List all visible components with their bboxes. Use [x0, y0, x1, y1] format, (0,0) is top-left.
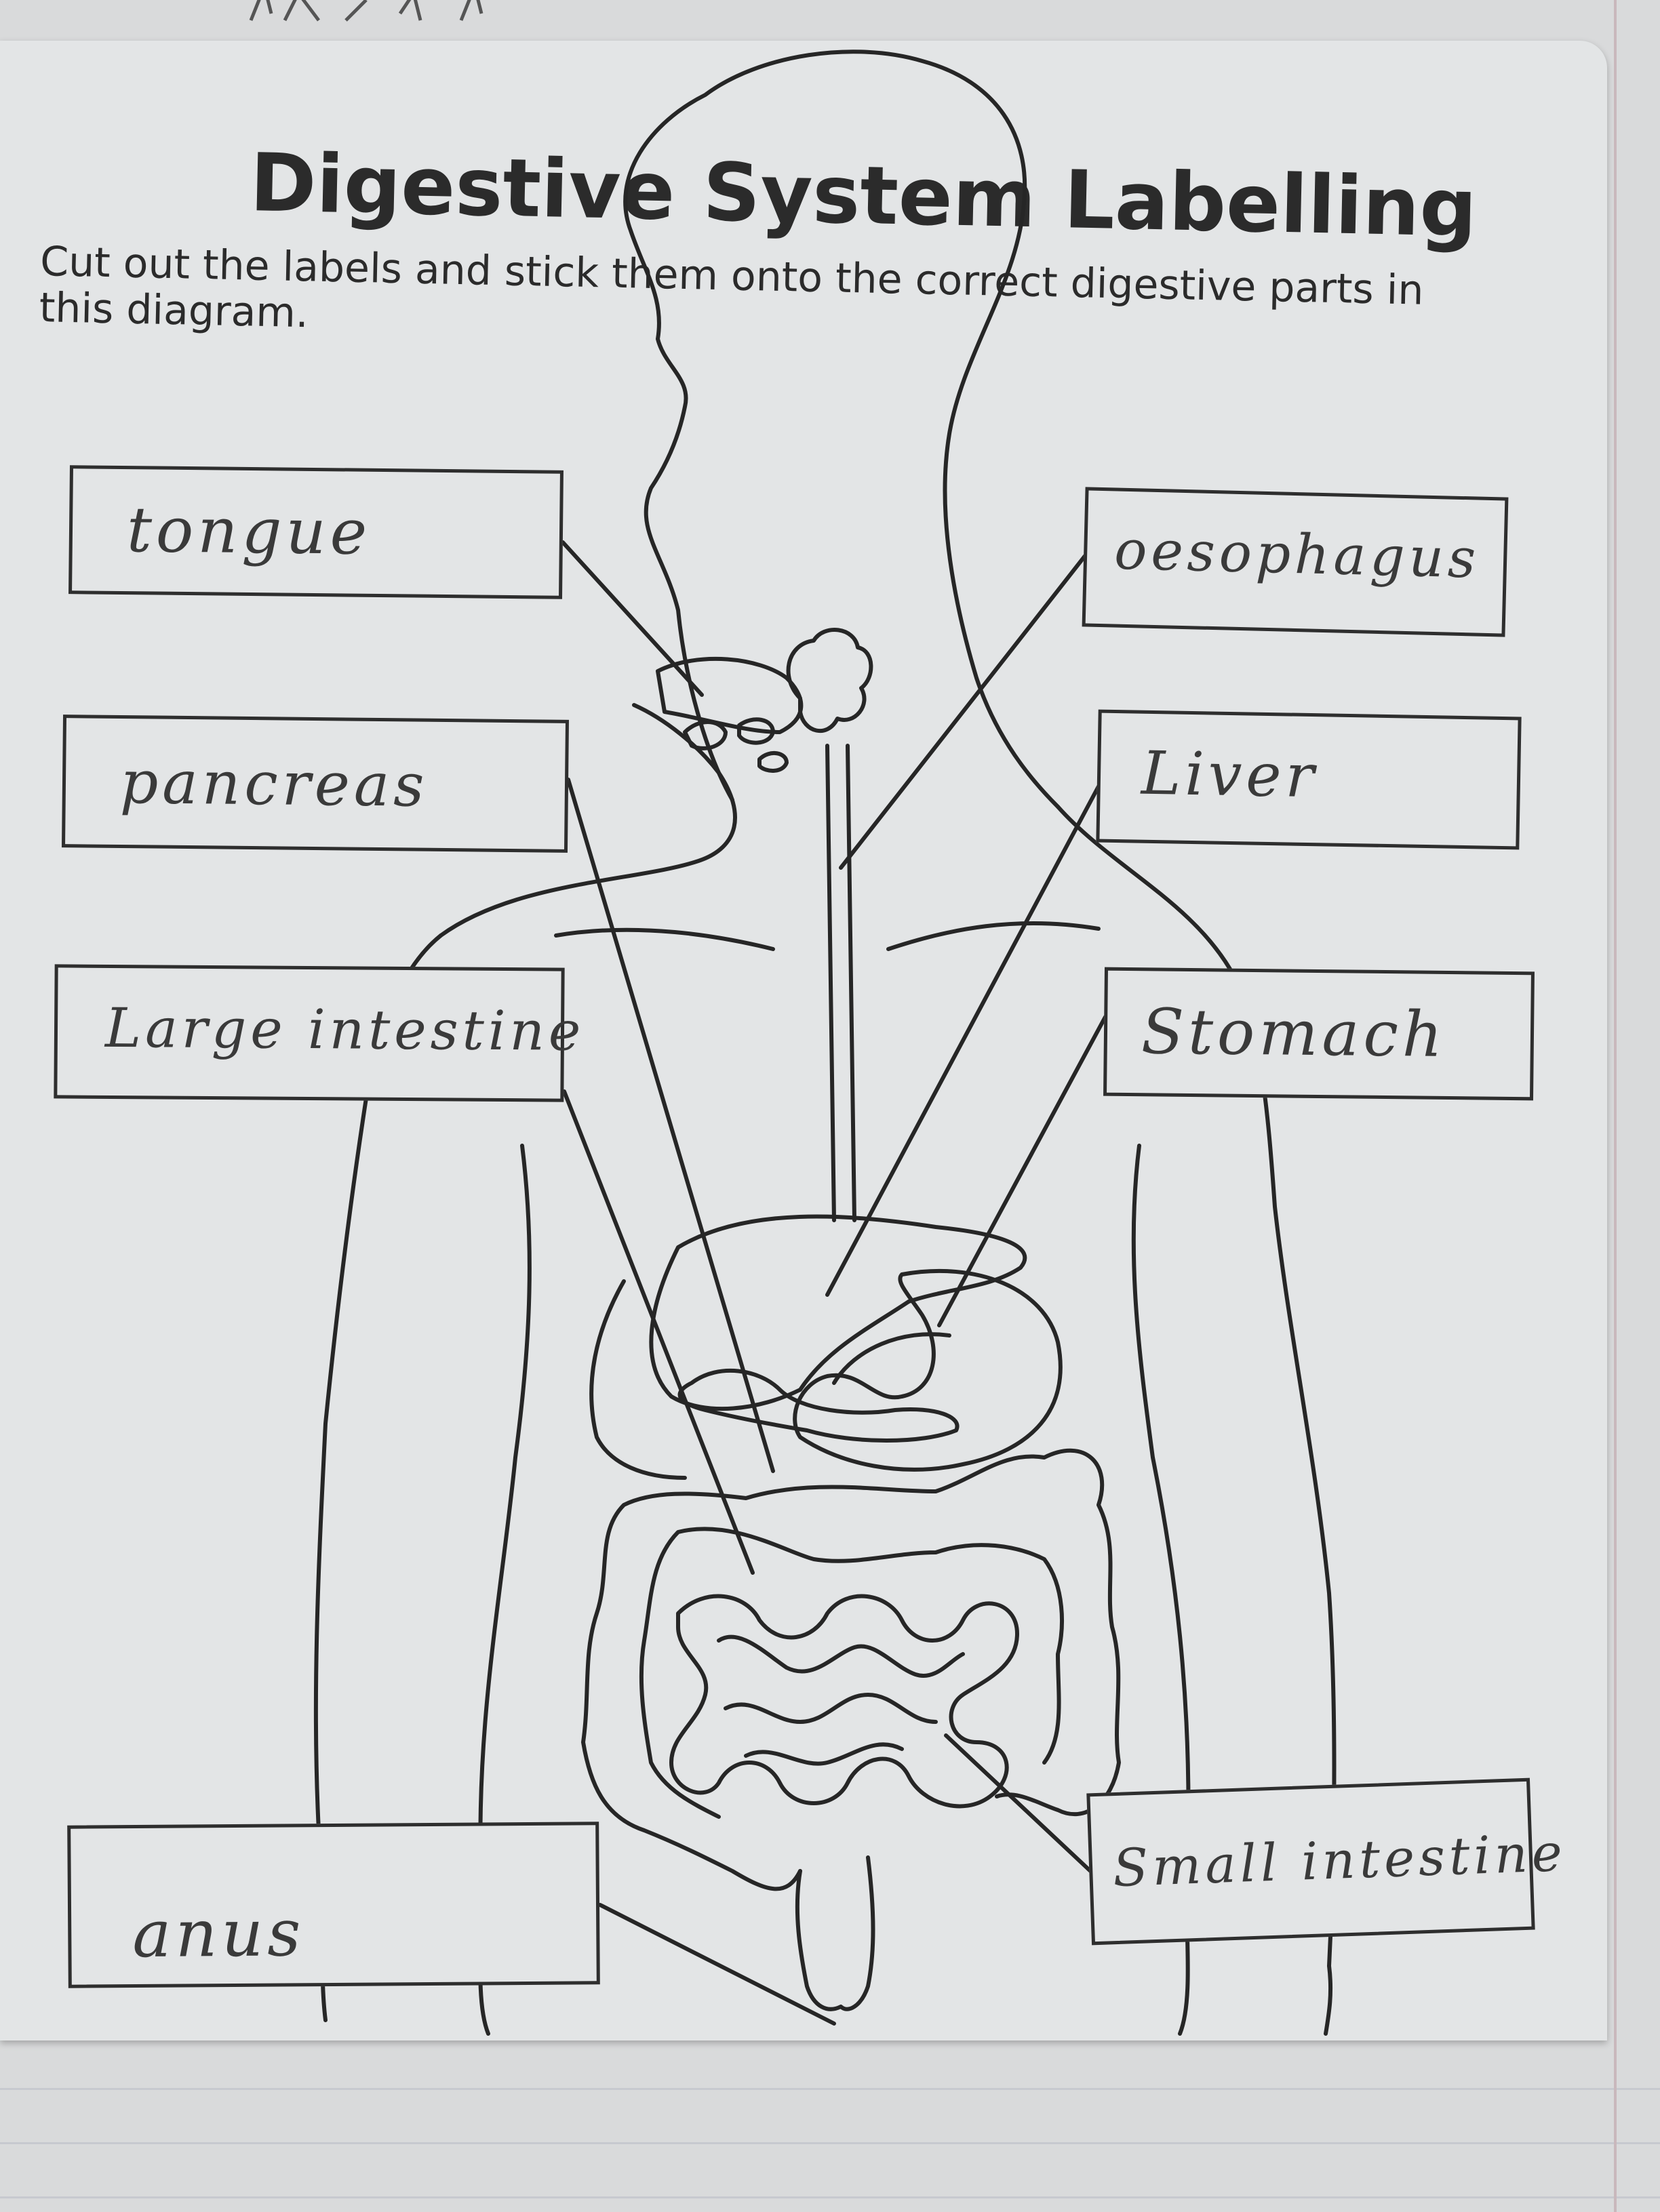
anus-pointer [598, 1903, 836, 2026]
label-stomach-text: Stomach [1141, 995, 1447, 1071]
pancreas-shape [677, 1368, 960, 1443]
label-box-tongue: tongue [68, 465, 564, 599]
right-collarbone [886, 921, 1101, 951]
label-box-stomach: Stomach [1103, 967, 1535, 1101]
liver-shape [649, 1214, 1027, 1411]
label-box-liver: Liver [1096, 709, 1522, 850]
ruled-line [0, 2088, 1660, 2090]
label-pancreas-text: pancreas [119, 746, 429, 820]
stomach-pointer [937, 1015, 1107, 1327]
stomach-fold [832, 1332, 951, 1385]
liver-pointer [825, 784, 1101, 1297]
label-small-intestine-text: Small intestine [1111, 1822, 1568, 1899]
large-intestine-inner [639, 1527, 1064, 1819]
liver-lobe [589, 1279, 687, 1480]
right-shoulder [1056, 805, 1337, 1968]
notebook-margin-line [1614, 0, 1617, 2212]
right-torso-side [1324, 1964, 1333, 2036]
label-box-anus: anus [67, 1822, 600, 1988]
ruled-line [0, 2196, 1660, 2198]
ruled-line [0, 2142, 1660, 2144]
label-anus-text: anus [132, 1895, 305, 1973]
tongue-pointer [561, 540, 704, 697]
small-intestine-pointer [944, 1733, 1092, 1873]
label-tongue-text: tongue [126, 494, 372, 569]
small-intestine-coils [717, 1634, 965, 1766]
head-outline [623, 49, 1060, 809]
salivary-gland [786, 628, 873, 733]
label-box-pancreas: pancreas [61, 715, 570, 853]
small-intestine [669, 1594, 1019, 1809]
label-box-oesophagus: oesophagus [1082, 487, 1509, 637]
oesophagus-pointer [839, 554, 1087, 870]
label-oesophagus-text: oesophagus [1113, 518, 1481, 590]
mouth-glands [683, 717, 789, 773]
label-liver-text: Liver [1141, 738, 1319, 811]
oesophagus-tube [825, 744, 856, 1222]
rectum [795, 1855, 875, 2011]
label-box-large-intestine: Large intestine [54, 964, 585, 1102]
left-collarbone [554, 927, 775, 951]
label-large-intestine-text: Large intestine [104, 996, 585, 1063]
handwritten-date-scrawl [249, 0, 483, 22]
stomach-shape [793, 1268, 1063, 1472]
large-intestine-pointer [562, 1089, 755, 1575]
label-box-small-intestine: Small intestine [1086, 1777, 1567, 1946]
pancreas-pointer [566, 778, 775, 1473]
